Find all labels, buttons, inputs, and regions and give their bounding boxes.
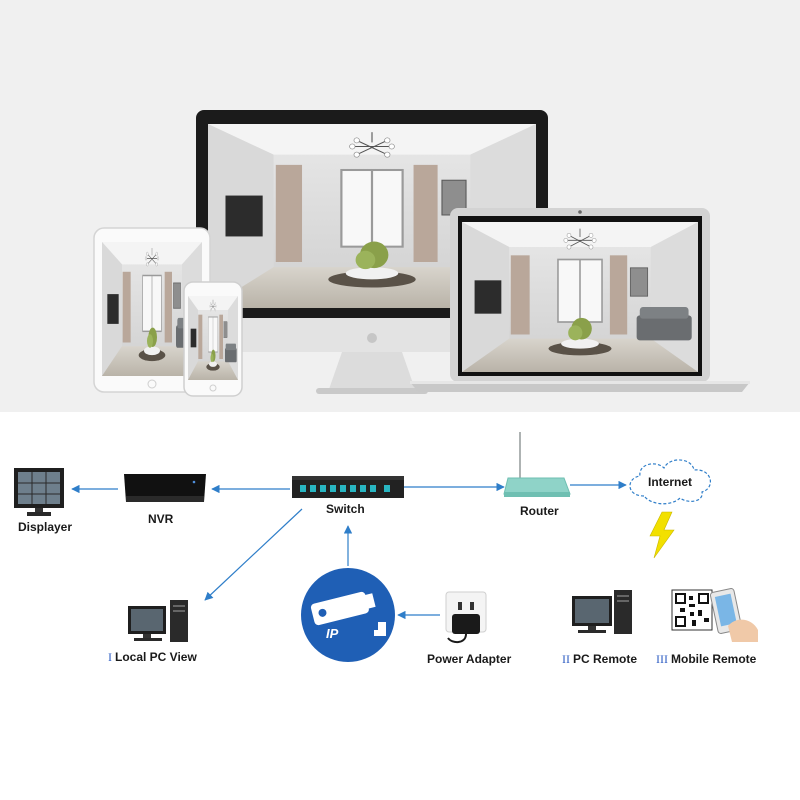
connector-switch-localpc — [204, 508, 303, 601]
lightning-icon — [649, 511, 675, 559]
nvr-label: NVR — [148, 512, 174, 526]
router-label: Router — [520, 504, 559, 518]
network-diagram: IP — [0, 412, 800, 800]
local-pc-numeral: I — [108, 650, 112, 664]
mobile-remote-numeral: III — [656, 652, 668, 666]
pc-remote-icon — [572, 590, 632, 634]
internet-label: Internet — [648, 475, 693, 489]
power-adapter-label: Power Adapter — [427, 652, 512, 666]
local-pc-icon — [128, 600, 188, 642]
ip-camera-label: IP — [326, 626, 339, 641]
mobile-remote-label: Mobile Remote — [671, 652, 757, 666]
devices-showcase — [0, 0, 800, 412]
displayer-label: Displayer — [18, 520, 73, 534]
router-icon — [503, 432, 571, 497]
smartphone — [183, 281, 243, 397]
internet-cloud-icon — [629, 459, 711, 505]
mobile-phone-icon — [709, 588, 758, 642]
qr-code-icon — [671, 589, 713, 631]
nvr-box-icon — [124, 474, 206, 502]
ip-camera-icon: IP — [301, 568, 395, 662]
displayer-monitor-icon — [14, 468, 64, 516]
laptop — [410, 208, 750, 392]
network-switch-icon — [292, 476, 404, 498]
pc-remote-numeral: II — [562, 652, 570, 666]
pc-remote-label: PC Remote — [573, 652, 638, 666]
local-pc-label: Local PC View — [115, 650, 197, 664]
switch-label: Switch — [326, 502, 365, 516]
power-adapter-icon — [445, 591, 487, 644]
